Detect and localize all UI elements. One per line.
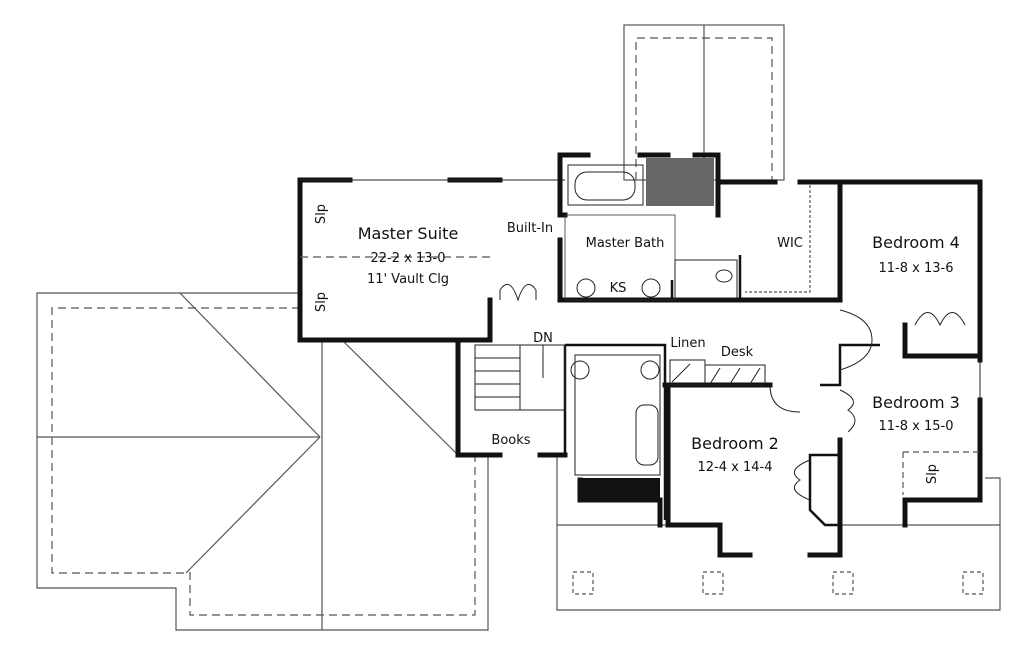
master-bath-label: Master Bath — [586, 236, 665, 251]
books-label: Books — [491, 433, 530, 448]
bedroom3-size: 11-8 x 15-0 — [879, 419, 954, 434]
built-in-label: Built-In — [507, 221, 553, 236]
master-suite-label: Master Suite — [358, 224, 459, 243]
room-labels: Master Suite 22-2 x 13-0 11' Vault Clg B… — [314, 204, 960, 484]
left-roof — [36, 292, 489, 631]
bedroom2-label: Bedroom 2 — [691, 434, 779, 453]
master-suite-size: 22-2 x 13-0 — [371, 251, 446, 266]
slope-label-2: Slp — [314, 292, 329, 312]
master-suite-ceiling: 11' Vault Clg — [367, 272, 449, 287]
master-bath-tile — [564, 214, 676, 301]
walls — [297, 152, 983, 558]
desk-label: Desk — [721, 345, 754, 360]
stairs — [474, 344, 566, 411]
bedroom4-label: Bedroom 4 — [872, 233, 960, 252]
stairs-down-label: DN — [533, 331, 553, 346]
slope-label-3: Slp — [925, 464, 940, 484]
bedroom3-label: Bedroom 3 — [872, 393, 960, 412]
ks-label: KS — [610, 281, 627, 296]
wic-label: WIC — [777, 236, 803, 251]
bedroom4-size: 11-8 x 13-6 — [879, 261, 954, 276]
linen-label: Linen — [670, 336, 705, 351]
front-porch — [556, 455, 1001, 611]
bedroom2-size: 12-4 x 14-4 — [698, 460, 773, 475]
slope-label-1: Slp — [314, 204, 329, 224]
fixtures — [300, 158, 980, 501]
